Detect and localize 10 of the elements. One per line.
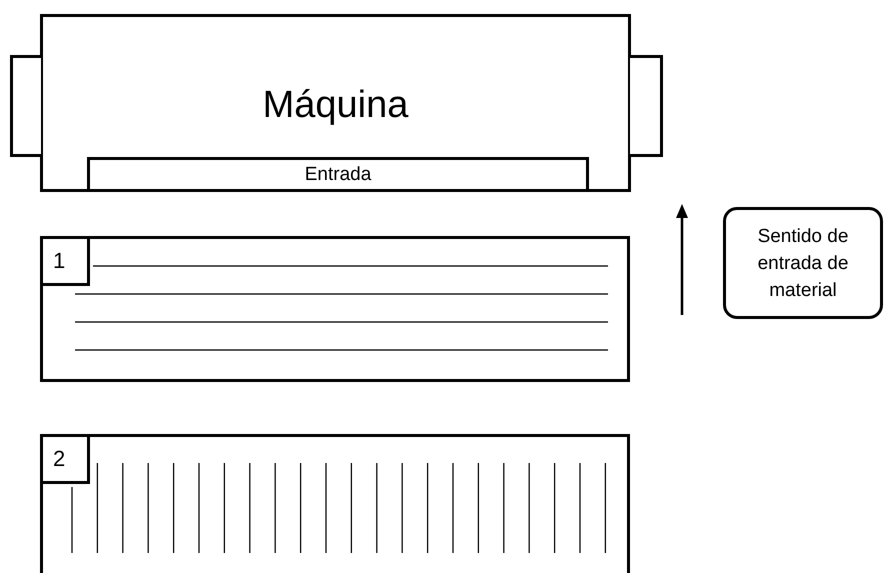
- machine-box: [40, 14, 631, 192]
- side-tab: [630, 55, 663, 157]
- machine-label: Máquina: [262, 85, 410, 125]
- sheet-panel: [40, 236, 630, 382]
- callout-number: 1: [40, 236, 90, 286]
- note-box: Sentido de entrada de material: [723, 207, 883, 319]
- side-tab: [10, 55, 41, 157]
- inlet-slot: Entrada: [87, 157, 589, 189]
- callout-number: 2: [40, 434, 90, 484]
- sheet-panel: [40, 434, 630, 573]
